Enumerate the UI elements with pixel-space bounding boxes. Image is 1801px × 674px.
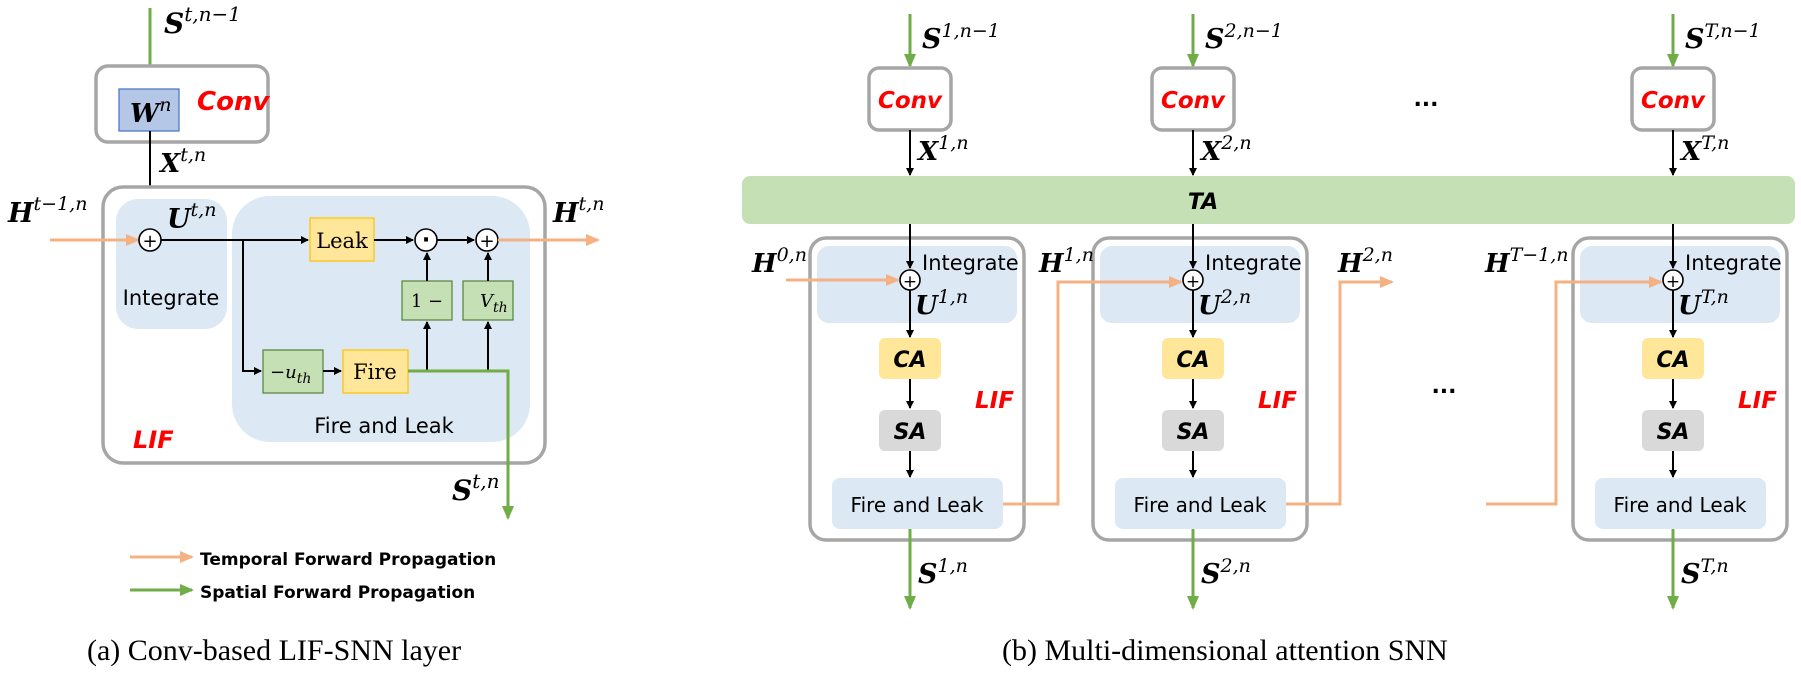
input-spike-label: St,n−1: [164, 2, 241, 40]
fire-leak-box: [832, 478, 1003, 529]
conv-output-label: Xt,n: [158, 144, 206, 179]
hidden-out-label-col2: H2,n: [1337, 244, 1393, 279]
panel-b: TA S1,n−1ConvX1,nIntegrate+U1,nCALIFSAFi…: [742, 14, 1795, 667]
ca-label: CA: [893, 348, 926, 373]
ta-bar: [742, 176, 1795, 224]
sa-box: [1162, 410, 1224, 451]
integrate-label: Integrate: [1205, 251, 1302, 275]
fire-leak-label: Fire and Leak: [851, 493, 984, 517]
fire-leak-label: Fire and Leak: [1134, 493, 1267, 517]
hidden-in-label: H0,n: [751, 244, 807, 279]
sa-label: SA: [1657, 420, 1690, 445]
spatial-output-arrow: [408, 369, 514, 520]
conv-label: Conv: [878, 88, 943, 114]
reset-add-operator-symbol: +: [479, 231, 494, 252]
output-spike-label: S1,n: [918, 555, 968, 590]
temporal-output-arrow-col2: [1286, 276, 1394, 506]
panel-a: St,n−1 Wn Conv Xt,n Integrate Fire and L…: [7, 2, 604, 667]
ca-label: CA: [1656, 348, 1689, 373]
sa-label: SA: [894, 420, 927, 445]
ca-box: [879, 338, 941, 379]
leak-box: [309, 217, 375, 262]
temporal-input-arrow-colT: [1486, 276, 1663, 506]
vth-label: Vth: [480, 291, 508, 316]
weight-label: Wn: [130, 94, 171, 129]
threshold-branch-arrow: [242, 240, 262, 375]
hidden-in-label: H1,n: [1038, 244, 1094, 279]
caption-a: (a) Conv-based LIF-SNN layer: [87, 634, 461, 667]
conv-label: Conv: [1161, 88, 1226, 114]
ca-box: [1162, 338, 1224, 379]
time-step-columns: S1,n−1ConvX1,nIntegrate+U1,nCALIFSAFire …: [751, 14, 1789, 610]
add-operator-symbol: +: [142, 231, 157, 252]
lif-label: LIF: [133, 426, 174, 454]
threshold-label: −uth: [270, 362, 311, 387]
ellipsis-middle: ...: [1431, 374, 1456, 399]
lif-label: LIF: [1258, 388, 1297, 414]
output-spike-label: S2,n: [1201, 555, 1251, 590]
sa-label: SA: [1177, 420, 1210, 445]
legend-spatial-label: Spatial Forward Propagation: [200, 583, 475, 603]
ca-box: [1642, 338, 1704, 379]
hidden-in-label: Ht−1,n: [7, 193, 87, 229]
legend: Temporal Forward Propagation Spatial For…: [130, 550, 496, 603]
fire-leak-box: [1115, 478, 1286, 529]
membrane-label: U2,n: [1198, 286, 1251, 321]
fire-label: Fire: [353, 360, 397, 384]
input-spike-label: S1,n−1: [922, 20, 1000, 55]
membrane-label: Ut,n: [167, 199, 216, 235]
ta-label: TA: [1188, 190, 1218, 215]
ellipsis-top: ...: [1413, 87, 1438, 112]
one-minus-label: 1 −: [411, 291, 443, 312]
fire-leak-box: [1595, 478, 1766, 529]
input-spike-label: ST,n−1: [1685, 20, 1761, 55]
leak-label: Leak: [316, 229, 368, 253]
output-spike-label: ST,n: [1681, 555, 1729, 590]
legend-temporal-label: Temporal Forward Propagation: [200, 550, 496, 570]
lif-label: LIF: [1738, 388, 1777, 414]
add-operator-symbol: +: [1666, 272, 1680, 292]
threshold-box: [262, 349, 324, 394]
sa-box: [1642, 410, 1704, 451]
weight-box: [118, 88, 180, 132]
one-minus-box: [401, 280, 453, 321]
input-spike-label: S2,n−1: [1205, 20, 1283, 55]
sa-box: [879, 410, 941, 451]
lif-label: LIF: [975, 388, 1014, 414]
fire-leak-label: Fire and Leak: [1614, 493, 1747, 517]
temporal-link-col1-col2: [1003, 276, 1183, 506]
conv-label: Conv: [1641, 88, 1706, 114]
integrate-label: Integrate: [922, 251, 1019, 275]
fire-leak-label: Fire and Leak: [314, 414, 454, 438]
vth-box: [462, 280, 514, 321]
multiply-operator-symbol: ·: [422, 228, 430, 253]
add-operator-symbol: +: [1186, 272, 1200, 292]
hidden-out-label: Ht,n: [552, 193, 604, 229]
caption-b: (b) Multi-dimensional attention SNN: [1002, 634, 1448, 667]
conv-output-label: X2,n: [1199, 132, 1252, 167]
membrane-label: U1,n: [915, 286, 968, 321]
membrane-label: UT,n: [1678, 286, 1729, 321]
add-operator-symbol: +: [903, 272, 917, 292]
ca-label: CA: [1176, 348, 1209, 373]
hidden-in-label: HT−1,n: [1484, 244, 1569, 279]
integrate-label: Integrate: [1685, 251, 1782, 275]
integrate-label: Integrate: [123, 286, 220, 310]
conv-output-label: X1,n: [916, 132, 969, 167]
fire-box: [342, 349, 409, 394]
conv-output-label: XT,n: [1679, 132, 1729, 167]
output-spike-label: St,n: [452, 469, 500, 507]
conv-label: Conv: [197, 87, 270, 117]
